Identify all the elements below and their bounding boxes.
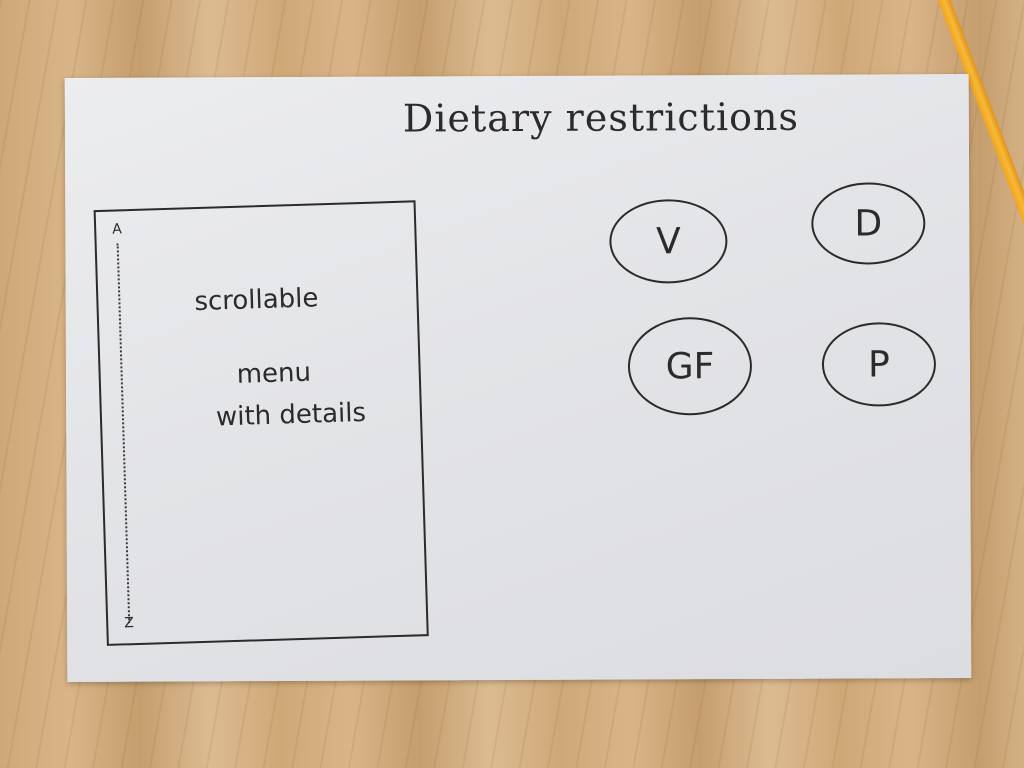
scroll-start-letter: A <box>111 221 123 238</box>
menu-note-line-2: menu <box>236 357 312 390</box>
alphabet-scrollbar[interactable] <box>116 243 131 624</box>
scrollable-menu[interactable]: A Z scrollable menu with details <box>93 200 429 646</box>
paper-sketch: Dietary restrictions A Z scrollable menu… <box>64 74 972 682</box>
menu-note-line-1: scrollable <box>194 283 319 318</box>
vegetarian-button[interactable]: V <box>609 199 728 284</box>
menu-note-line-3: with details <box>215 397 367 433</box>
page-title: Dietary restrictions <box>402 94 800 141</box>
dairy-free-button[interactable]: D <box>811 182 926 265</box>
scroll-end-letter: Z <box>124 615 135 632</box>
pescatarian-button[interactable]: P <box>821 322 937 407</box>
gluten-free-button[interactable]: GF <box>627 316 753 416</box>
